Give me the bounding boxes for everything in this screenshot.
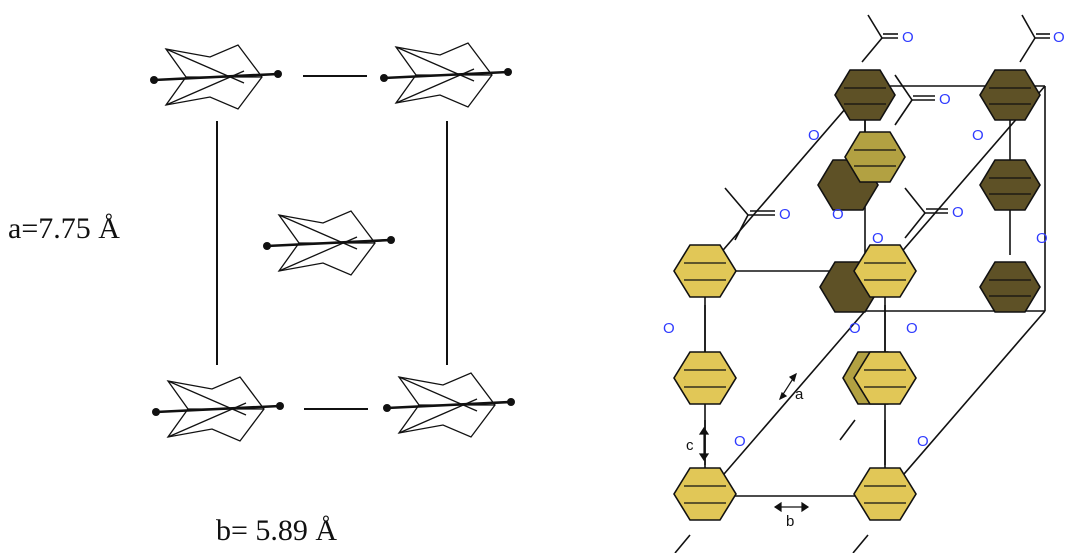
lattice-b-label: b= 5.89 Å: [216, 514, 337, 547]
oxygen-label: O: [832, 206, 844, 223]
oxygen-label: O: [663, 320, 675, 337]
oxygen-label: O: [734, 433, 746, 450]
axis-b-label: b: [786, 513, 794, 530]
oxygen-label: O: [917, 433, 929, 450]
oxygen-label: O: [972, 127, 984, 144]
axis-indicators: [698, 372, 810, 513]
molecule-top-left: [148, 43, 284, 111]
oxygen-label: O: [779, 206, 791, 223]
axis-c-label: c: [686, 437, 694, 454]
molecule-center: [261, 209, 397, 277]
oxygen-label: O: [902, 29, 914, 46]
oxygen-label: O: [1053, 29, 1065, 46]
molecule-bottom-right: [381, 371, 517, 439]
oxygen-labels: O O O O O O O O O O O O O O O: [663, 29, 1065, 450]
axis-a-label: a: [795, 386, 804, 403]
molecule-top-right: [378, 41, 514, 109]
rings-front: [673, 244, 917, 521]
ring-bonds: [684, 87, 1031, 504]
oxygen-label: O: [952, 204, 964, 221]
oxygen-label: O: [808, 127, 820, 144]
oxygen-label: O: [872, 230, 884, 247]
oxygen-label: O: [849, 320, 861, 337]
oxygen-label: O: [906, 320, 918, 337]
molecule-bottom-left: [150, 375, 286, 443]
oxygen-label: O: [939, 91, 951, 108]
left-unit-cell: a=7.75 Å b= 5.89 Å: [8, 41, 517, 547]
rings-back: [817, 69, 1041, 405]
lattice-a-label: a=7.75 Å: [8, 212, 120, 245]
oxygen-label: O: [1036, 230, 1048, 247]
